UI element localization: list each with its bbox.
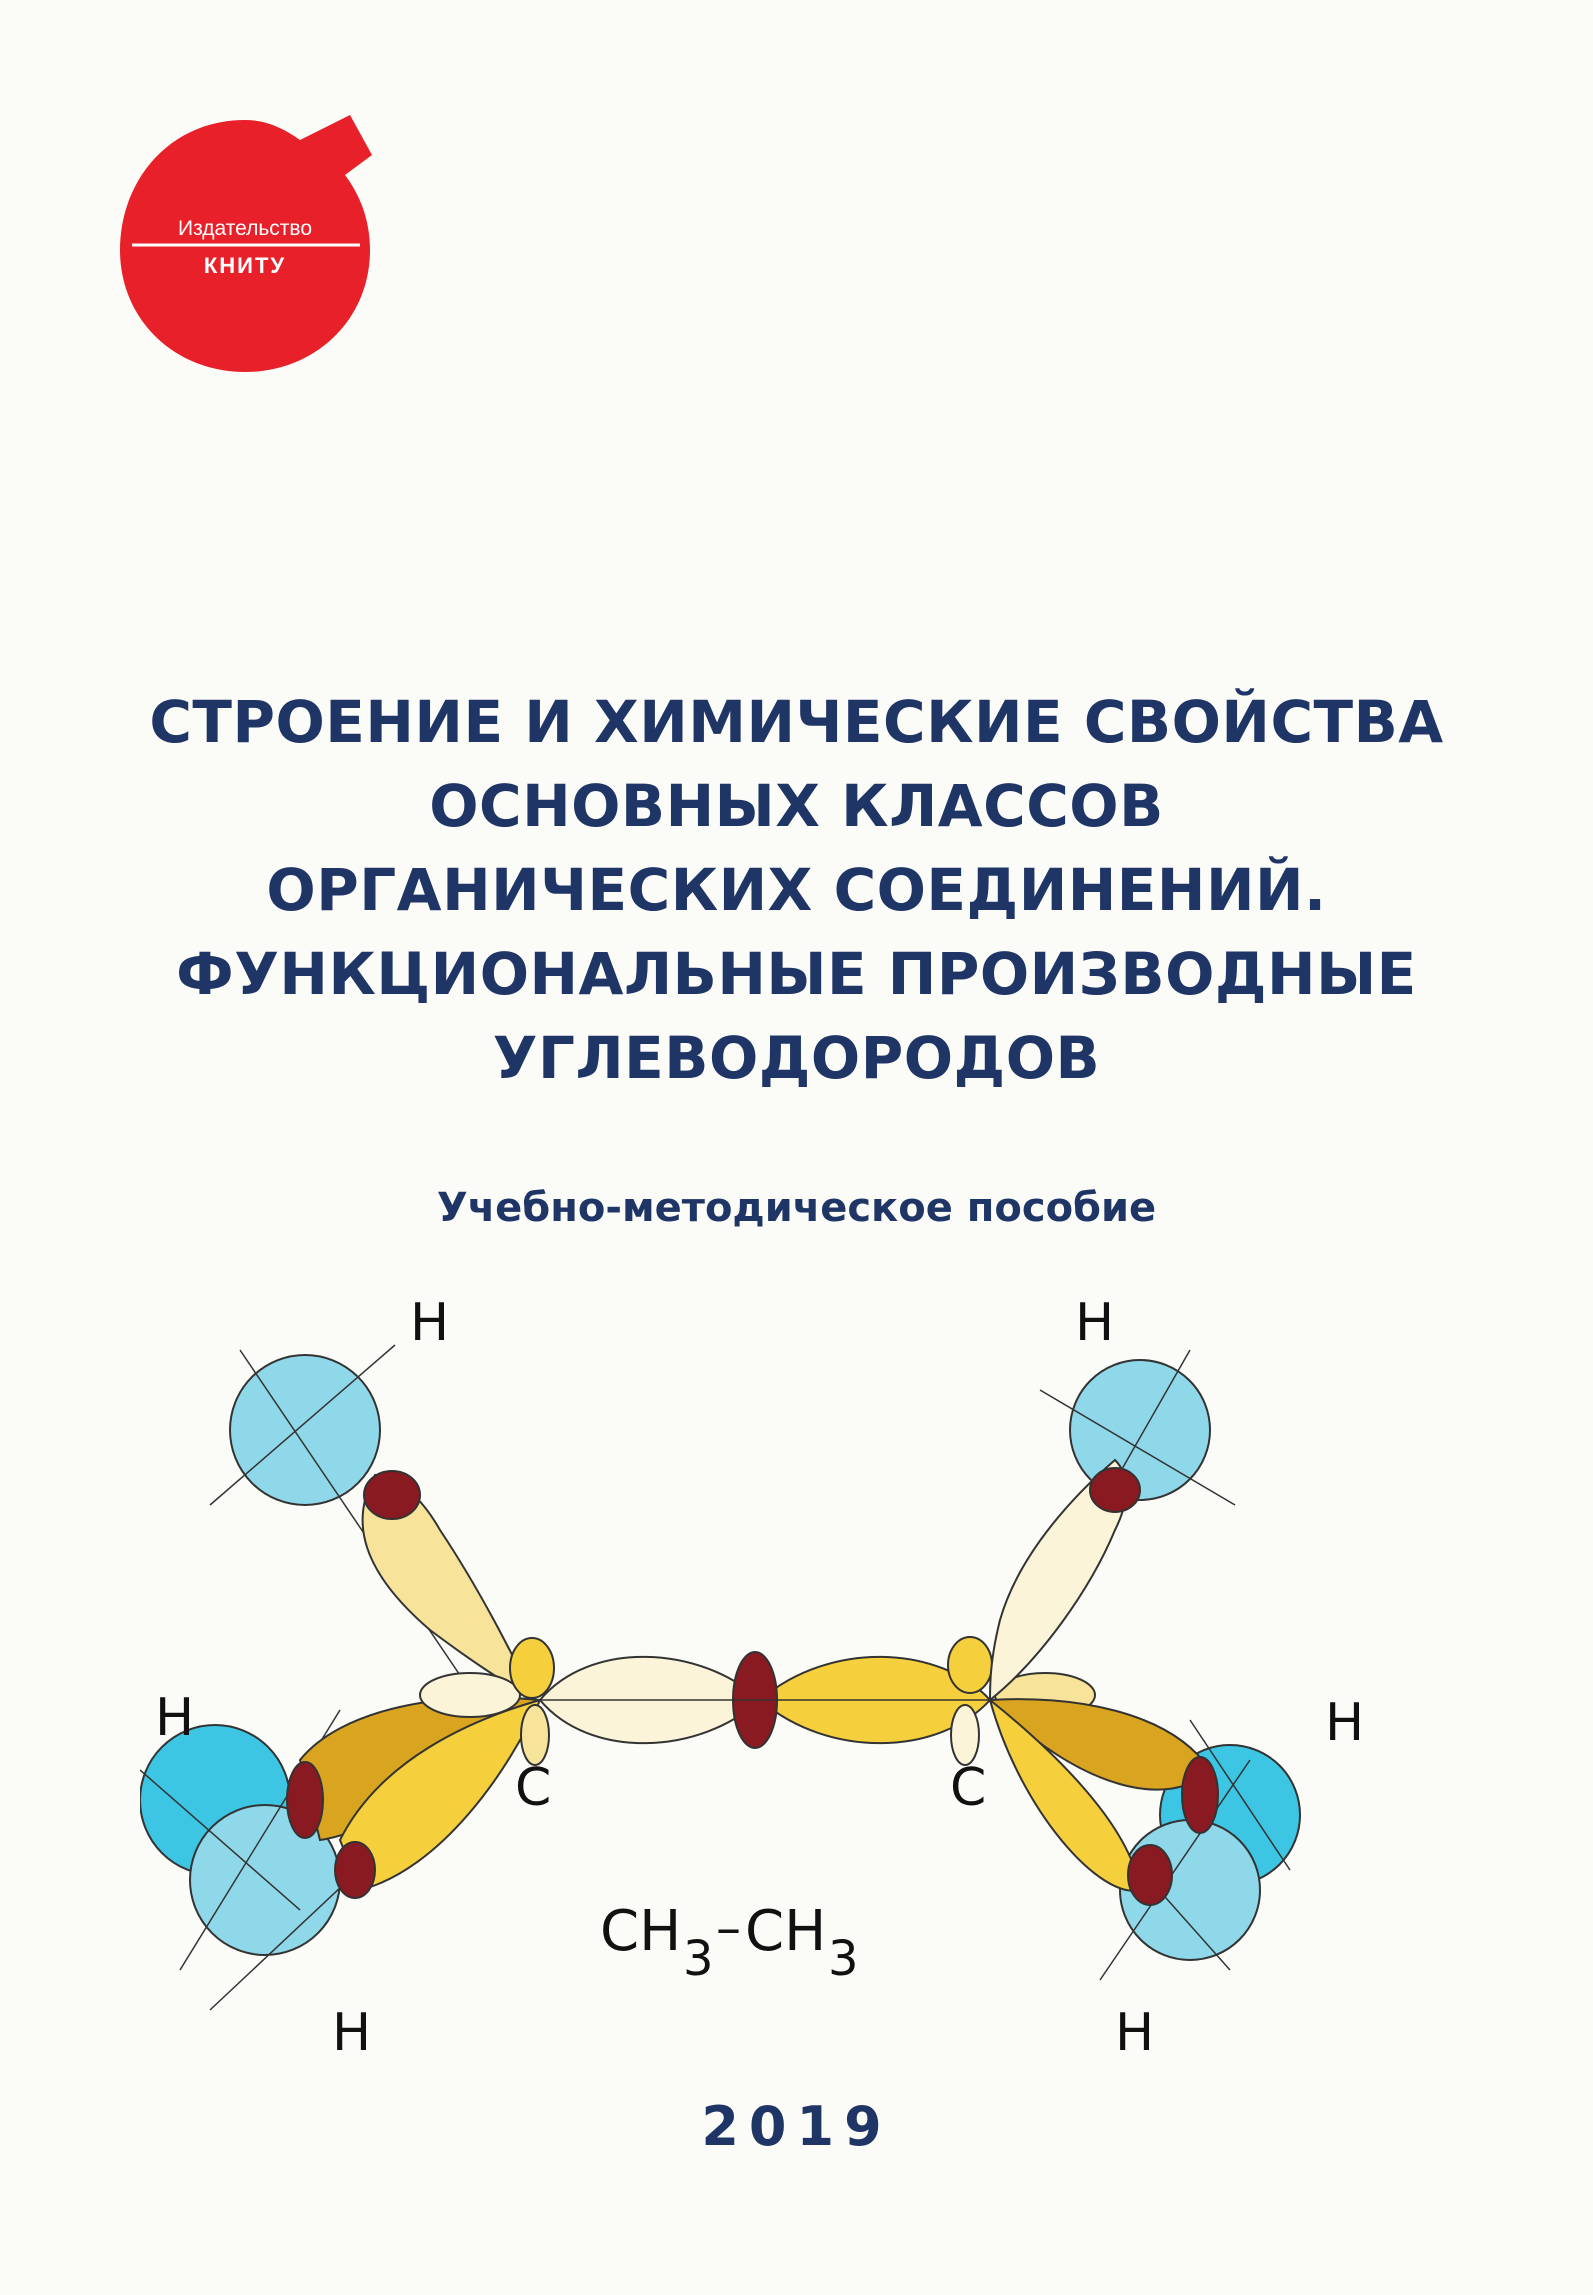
carbon-label: C [515, 1758, 551, 1818]
title-line: ОРГАНИЧЕСКИХ СОЕДИНЕНИЙ. [266, 856, 1327, 924]
subtitle: Учебно-методическое пособие [436, 1185, 1157, 1231]
publication-year: 2019 [701, 2095, 892, 2158]
title-line: ОСНОВНЫХ КЛАССОВ [429, 772, 1164, 840]
formula-subscript: 3 [683, 1931, 714, 1987]
hydrogen-label: H [332, 2003, 371, 2063]
logo-top-text: Издательство [178, 217, 312, 240]
hydrogen-label: H [410, 1293, 449, 1353]
logo-bottom-text: КНИТУ [204, 253, 286, 278]
carbon-label: C [950, 1758, 986, 1818]
hydrogen-label: H [155, 1688, 194, 1748]
hydrogen-orbital [1069, 1359, 1211, 1501]
book-title: СТРОЕНИЕ И ХИМИЧЕСКИЕ СВОЙСТВА ОСНОВНЫХ … [0, 680, 1593, 1100]
formula-ch3-left: CH [600, 1899, 681, 1964]
publisher-logo: Издательство КНИТУ [120, 115, 372, 372]
formula-subscript: 3 [828, 1931, 859, 1987]
hydrogen-orbital [229, 1354, 381, 1506]
hydrogen-label: H [1325, 1693, 1364, 1753]
title-line: ФУНКЦИОНАЛЬНЫЕ ПРОИЗВОДНЫЕ [176, 940, 1417, 1008]
ethane-formula: CH 3 – CH 3 [600, 1899, 859, 1987]
title-line: СТРОЕНИЕ И ХИМИЧЕСКИЕ СВОЙСТВА [149, 688, 1444, 756]
hydrogen-label: H [1075, 1293, 1114, 1353]
ethane-orbital-illustration: H H H H H H C C CH 3 – CH 3 [140, 1293, 1364, 2063]
title-line: УГЛЕВОДОРОДОВ [492, 1024, 1101, 1092]
formula-bond-dash: – [716, 1899, 741, 1957]
formula-ch3-right: CH [745, 1899, 826, 1964]
hydrogen-label: H [1115, 2003, 1154, 2063]
